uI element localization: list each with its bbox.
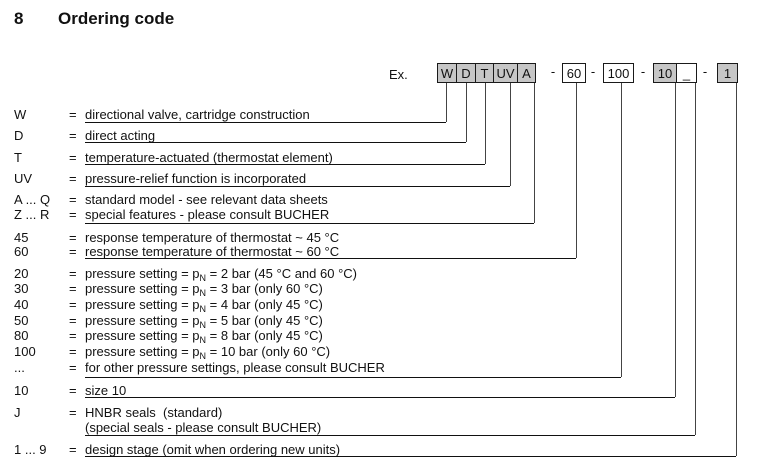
- underline-w: [85, 122, 446, 123]
- row-description: pressure-relief function is incorporated: [85, 171, 307, 186]
- row-description: response temperature of thermostat ~ 60 …: [85, 244, 340, 259]
- row-code: 80: [14, 328, 29, 343]
- row-code: ...: [14, 360, 25, 375]
- underline-t: [85, 164, 485, 165]
- equals-sign: =: [69, 360, 77, 375]
- row-description: pressure setting = pN = 4 bar (only 45 °…: [85, 297, 323, 314]
- underline-dots: [85, 377, 621, 378]
- code-box-60: 60: [562, 63, 586, 83]
- code-box-100: 100: [603, 63, 634, 83]
- row-code: Z ... R: [14, 207, 50, 222]
- row-description: design stage (omit when ordering new uni…: [85, 442, 341, 457]
- row-code: 45: [14, 230, 29, 245]
- row-description: size 10: [85, 383, 127, 398]
- row-description: pressure setting = pN = 5 bar (only 45 °…: [85, 313, 323, 330]
- code-box-a: A: [517, 63, 536, 83]
- code-box-uv: UV: [493, 63, 518, 83]
- pn-subscript: N: [199, 288, 207, 298]
- row-description: pressure setting = pN = 2 bar (45 °C and…: [85, 266, 357, 283]
- row-code: J: [14, 405, 21, 420]
- connector-vline-1: [736, 83, 737, 456]
- row-description: response temperature of thermostat ~ 45 …: [85, 230, 340, 245]
- row-description: special features - please consult BUCHER: [85, 207, 330, 222]
- underline-10: [85, 397, 675, 398]
- connector-vline-w: [446, 83, 447, 122]
- row-description: pressure setting = pN = 8 bar (only 45 °…: [85, 328, 323, 345]
- code-box-w: W: [437, 63, 457, 83]
- row-description: directional valve, cartridge constructio…: [85, 107, 310, 122]
- row-code: W: [14, 107, 27, 122]
- equals-sign: =: [69, 405, 77, 420]
- row-description-line2: (special seals - please consult BUCHER): [85, 420, 322, 435]
- connector-vline-seal: [695, 83, 696, 435]
- page-title: Ordering code: [58, 9, 175, 28]
- row-description: pressure setting = pN = 3 bar (only 60 °…: [85, 281, 323, 298]
- pn-subscript: N: [199, 335, 207, 345]
- separator-dash: -: [590, 64, 596, 79]
- pn-subscript: N: [199, 320, 207, 330]
- code-box-d: D: [456, 63, 476, 83]
- underline-19: [85, 456, 736, 457]
- row-code: 50: [14, 313, 29, 328]
- row-description: pressure setting = pN = 10 bar (only 60 …: [85, 344, 331, 361]
- connector-vline-d: [466, 83, 467, 142]
- row-description: for other pressure settings, please cons…: [85, 360, 385, 375]
- row-code: T: [14, 150, 22, 165]
- connector-vline-60: [576, 83, 577, 258]
- equals-sign: =: [69, 171, 77, 186]
- row-code: 30: [14, 281, 29, 296]
- row-description: direct acting: [85, 128, 156, 143]
- equals-sign: =: [69, 328, 77, 343]
- row-code: 1 ... 9: [14, 442, 47, 457]
- equals-sign: =: [69, 383, 77, 398]
- equals-sign: =: [69, 230, 77, 245]
- row-code: UV: [14, 171, 33, 186]
- row-code: D: [14, 128, 24, 143]
- equals-sign: =: [69, 281, 77, 296]
- equals-sign: =: [69, 128, 77, 143]
- row-code: 10: [14, 383, 29, 398]
- equals-sign: =: [69, 107, 77, 122]
- code-box-1: 1: [717, 63, 738, 83]
- equals-sign: =: [69, 297, 77, 312]
- row-description: standard model - see relevant data sheet…: [85, 192, 328, 207]
- pn-subscript: N: [199, 304, 207, 314]
- connector-vline-uv: [510, 83, 511, 186]
- connector-vline-a: [534, 83, 535, 223]
- connector-vline-t: [485, 83, 486, 164]
- section-number: 8: [14, 9, 24, 28]
- equals-sign: =: [69, 207, 77, 222]
- equals-sign: =: [69, 266, 77, 281]
- code-box-t: T: [475, 63, 494, 83]
- pn-subscript: N: [199, 273, 207, 283]
- example-label: Ex.: [389, 67, 408, 82]
- equals-sign: =: [69, 442, 77, 457]
- equals-sign: =: [69, 244, 77, 259]
- separator-dash: -: [702, 64, 708, 79]
- equals-sign: =: [69, 192, 77, 207]
- equals-sign: =: [69, 344, 77, 359]
- row-description: temperature-actuated (thermostat element…: [85, 150, 333, 165]
- underline-60: [85, 258, 576, 259]
- underline-uv: [85, 186, 510, 187]
- connector-vline-10: [675, 83, 676, 397]
- connector-vline-100: [621, 83, 622, 377]
- row-code: 60: [14, 244, 29, 259]
- code-box-seal: _: [676, 63, 697, 83]
- row-code: 20: [14, 266, 29, 281]
- row-code: 100: [14, 344, 36, 359]
- row-code: 40: [14, 297, 29, 312]
- equals-sign: =: [69, 313, 77, 328]
- code-box-10: 10: [653, 63, 677, 83]
- pn-subscript: N: [199, 351, 207, 361]
- underline-d: [85, 142, 466, 143]
- separator-dash: -: [640, 64, 646, 79]
- equals-sign: =: [69, 150, 77, 165]
- underline-zr: [85, 223, 534, 224]
- underline-j: [85, 435, 695, 436]
- row-code: A ... Q: [14, 192, 51, 207]
- separator-dash: -: [550, 64, 556, 79]
- row-description: HNBR seals (standard): [85, 405, 223, 420]
